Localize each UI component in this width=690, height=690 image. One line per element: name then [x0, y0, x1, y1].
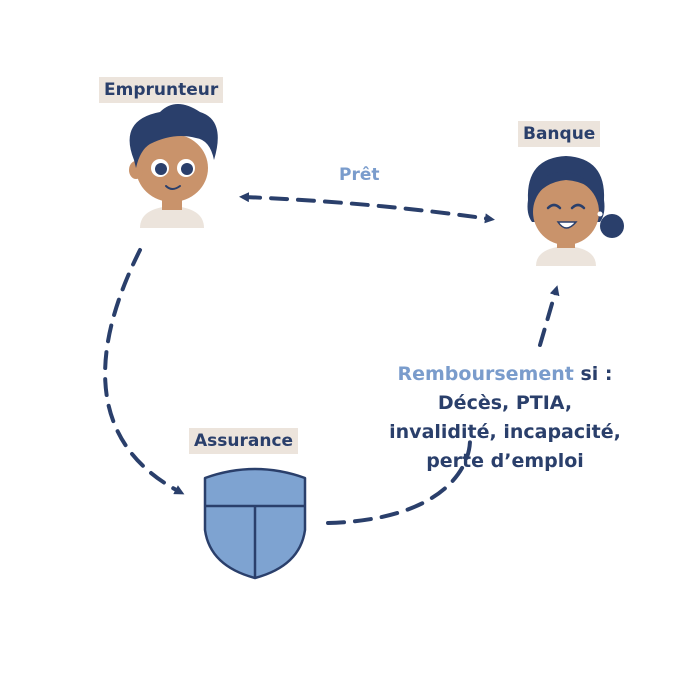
repayment-if: si :: [573, 363, 613, 385]
repayment-conditions: Remboursement si : Décès, PTIA, invalidi…: [340, 360, 670, 476]
repayment-title-line: Remboursement si :: [340, 360, 670, 389]
condition-line: invalidité, incapacité,: [389, 421, 621, 443]
bank-label: Banque: [518, 121, 601, 147]
condition-line: perte d’emploi: [426, 450, 584, 472]
shield-icon: [203, 467, 307, 580]
repayment-arrow-head-segment: [538, 285, 560, 347]
condition-line: Décès, PTIA,: [437, 392, 573, 414]
repayment-keyword: Remboursement: [397, 363, 574, 385]
repayment-arrow: [326, 438, 472, 525]
borrower-avatar: [129, 104, 218, 228]
loan-arrow: [239, 192, 495, 224]
borrower-label: Emprunteur: [99, 77, 224, 103]
subscription-arrow: [103, 248, 185, 495]
loan-label: Prêt: [339, 165, 380, 185]
banker-avatar: [527, 156, 624, 266]
insurance-label: Assurance: [189, 428, 299, 454]
